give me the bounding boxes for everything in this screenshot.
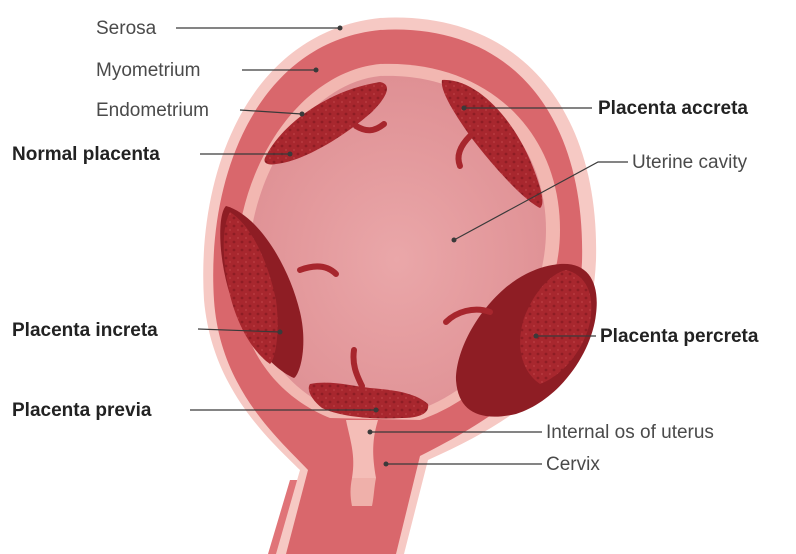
label-endometrium: Endometrium xyxy=(96,100,209,121)
label-serosa: Serosa xyxy=(96,18,157,39)
label-cervix: Cervix xyxy=(546,454,600,475)
label-normal-placenta: Normal placenta xyxy=(12,144,160,165)
label-internal-os: Internal os of uterus xyxy=(546,422,714,443)
label-placenta-increta: Placenta increta xyxy=(12,320,158,341)
label-uterine-cavity: Uterine cavity xyxy=(632,152,748,173)
label-myometrium: Myometrium xyxy=(96,60,201,81)
label-placenta-percreta: Placenta percreta xyxy=(600,326,759,347)
label-placenta-accreta: Placenta accreta xyxy=(598,98,748,119)
label-placenta-previa: Placenta previa xyxy=(12,400,152,421)
